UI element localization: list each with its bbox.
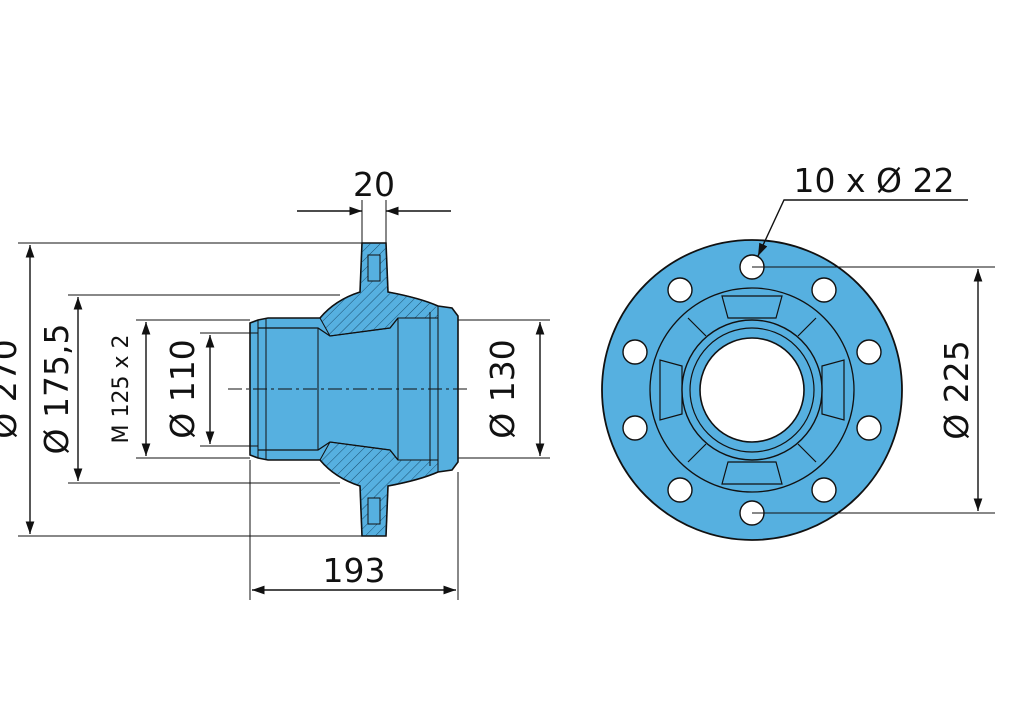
center-bore bbox=[699, 337, 805, 443]
dim-hub-diameter: Ø 175,5 bbox=[37, 324, 76, 455]
dim-flange-thickness: 20 bbox=[353, 165, 395, 204]
dim-pitch-circle: Ø 225 bbox=[937, 340, 976, 439]
hub-boss-step bbox=[689, 327, 815, 453]
flange-bolt-hole-top bbox=[367, 254, 381, 282]
bolt-hole bbox=[811, 277, 837, 303]
bolt-hole bbox=[622, 415, 648, 441]
dim-thread: M 125 x 2 bbox=[109, 335, 134, 444]
label-hole-count: 10 x Ø 22 bbox=[794, 161, 955, 200]
bolt-hole bbox=[622, 339, 648, 365]
bolt-hole bbox=[856, 415, 882, 441]
bolt-hole bbox=[667, 477, 693, 503]
bolt-hole bbox=[811, 477, 837, 503]
bolt-holes bbox=[622, 254, 882, 526]
dim-bore-diameter: Ø 110 bbox=[163, 339, 202, 438]
leader-holes bbox=[757, 199, 968, 257]
dim-length: 193 bbox=[323, 551, 386, 590]
dim-seat-diameter: Ø 130 bbox=[483, 339, 522, 438]
bolt-hole bbox=[856, 339, 882, 365]
flange-inner-ring bbox=[649, 287, 855, 493]
flange-bolt-hole-bottom bbox=[367, 497, 381, 525]
hub-ribs bbox=[659, 295, 845, 485]
dim-overall-diameter: Ø 270 bbox=[0, 339, 24, 438]
bolt-hole bbox=[667, 277, 693, 303]
inner-bore-outline bbox=[258, 317, 399, 461]
front-view: 10 x Ø 22 Ø 225 bbox=[601, 161, 995, 541]
side-view: 20 Ø 270 Ø 175,5 M 125 x 2 Ø 110 Ø 130 1… bbox=[0, 165, 550, 600]
